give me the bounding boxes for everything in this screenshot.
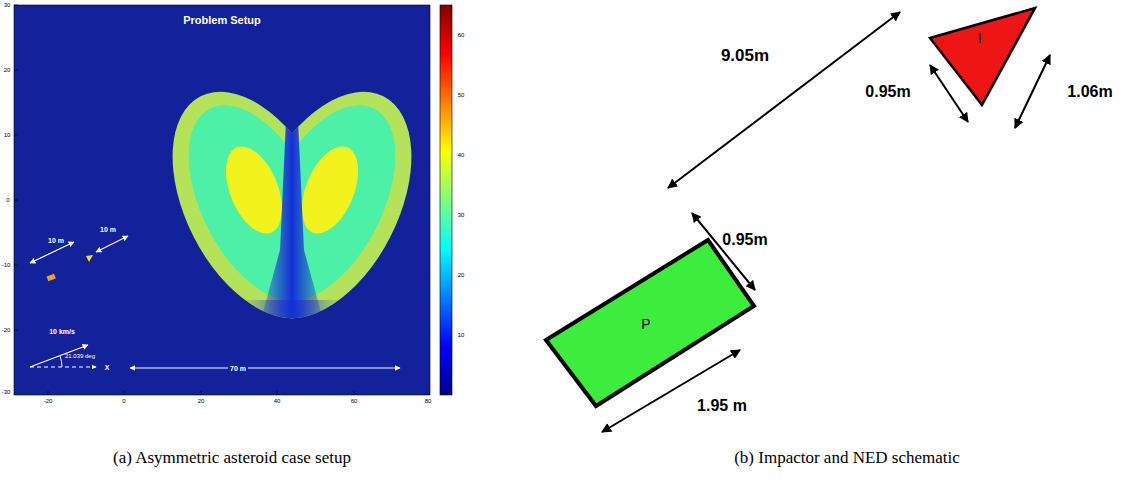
colorbar bbox=[440, 5, 452, 395]
tick-label: -10 bbox=[2, 262, 11, 268]
dimension-label: 0.95m bbox=[722, 232, 767, 248]
axis-name: X bbox=[105, 364, 110, 371]
tick-label: 40 bbox=[274, 398, 281, 404]
colorbar-label: 10 bbox=[458, 332, 465, 338]
colorbar-label: 40 bbox=[458, 152, 465, 158]
node-label: I bbox=[978, 31, 982, 45]
dimension-arrow bbox=[130, 367, 400, 368]
tick-label: 20 bbox=[4, 67, 11, 73]
dimension-label: 1.06m bbox=[1067, 84, 1112, 100]
tick-label: -30 bbox=[2, 389, 11, 395]
caption: (a) Asymmetric asteroid case setup bbox=[113, 449, 351, 466]
tick-label: 80 bbox=[425, 398, 432, 404]
dimension-arrow bbox=[30, 242, 74, 263]
node-label: P bbox=[641, 317, 650, 331]
tick-label: 0 bbox=[6, 197, 9, 203]
velocity-label: 10 km/s bbox=[49, 328, 75, 335]
tick-label: 60 bbox=[351, 398, 358, 404]
tick-label: -20 bbox=[2, 327, 11, 333]
colorbar-label: 30 bbox=[458, 212, 465, 218]
tick-label: 30 bbox=[4, 2, 11, 8]
impactor-body bbox=[86, 255, 93, 262]
impactor-triangle: I bbox=[922, 2, 1042, 112]
angle-arc bbox=[60, 356, 62, 367]
angle-label: 21.039 deg bbox=[65, 353, 95, 359]
dimension-arrow bbox=[96, 236, 128, 252]
caption: (b) Impactor and NED schematic bbox=[734, 449, 960, 466]
dimension-label: 1.95 m bbox=[697, 398, 747, 414]
tick-label: 20 bbox=[198, 398, 205, 404]
colorbar-label: 60 bbox=[458, 32, 465, 38]
dimension-label: 10 m bbox=[100, 226, 116, 233]
asteroid-plot bbox=[14, 5, 452, 395]
ned-body bbox=[47, 274, 56, 281]
dimension-label: 0.95m bbox=[865, 84, 910, 100]
colorbar-label: 20 bbox=[458, 272, 465, 278]
ned-rectangle: P bbox=[538, 232, 762, 414]
dimension-label: 9.05m bbox=[721, 47, 769, 64]
tick-label: 0 bbox=[122, 398, 125, 404]
plot-title: Problem Setup bbox=[183, 15, 261, 26]
x-axis-dashed bbox=[30, 367, 96, 368]
tick-label: -20 bbox=[44, 398, 53, 404]
asteroid-crease bbox=[240, 120, 344, 360]
dimension-label: 70 m bbox=[228, 364, 248, 373]
dimension-label: 10 m bbox=[48, 237, 64, 244]
axis-ticks bbox=[14, 5, 354, 395]
node-outline bbox=[922, 2, 1042, 112]
colorbar-label: 50 bbox=[458, 92, 465, 98]
tick-label: 10 bbox=[4, 132, 11, 138]
